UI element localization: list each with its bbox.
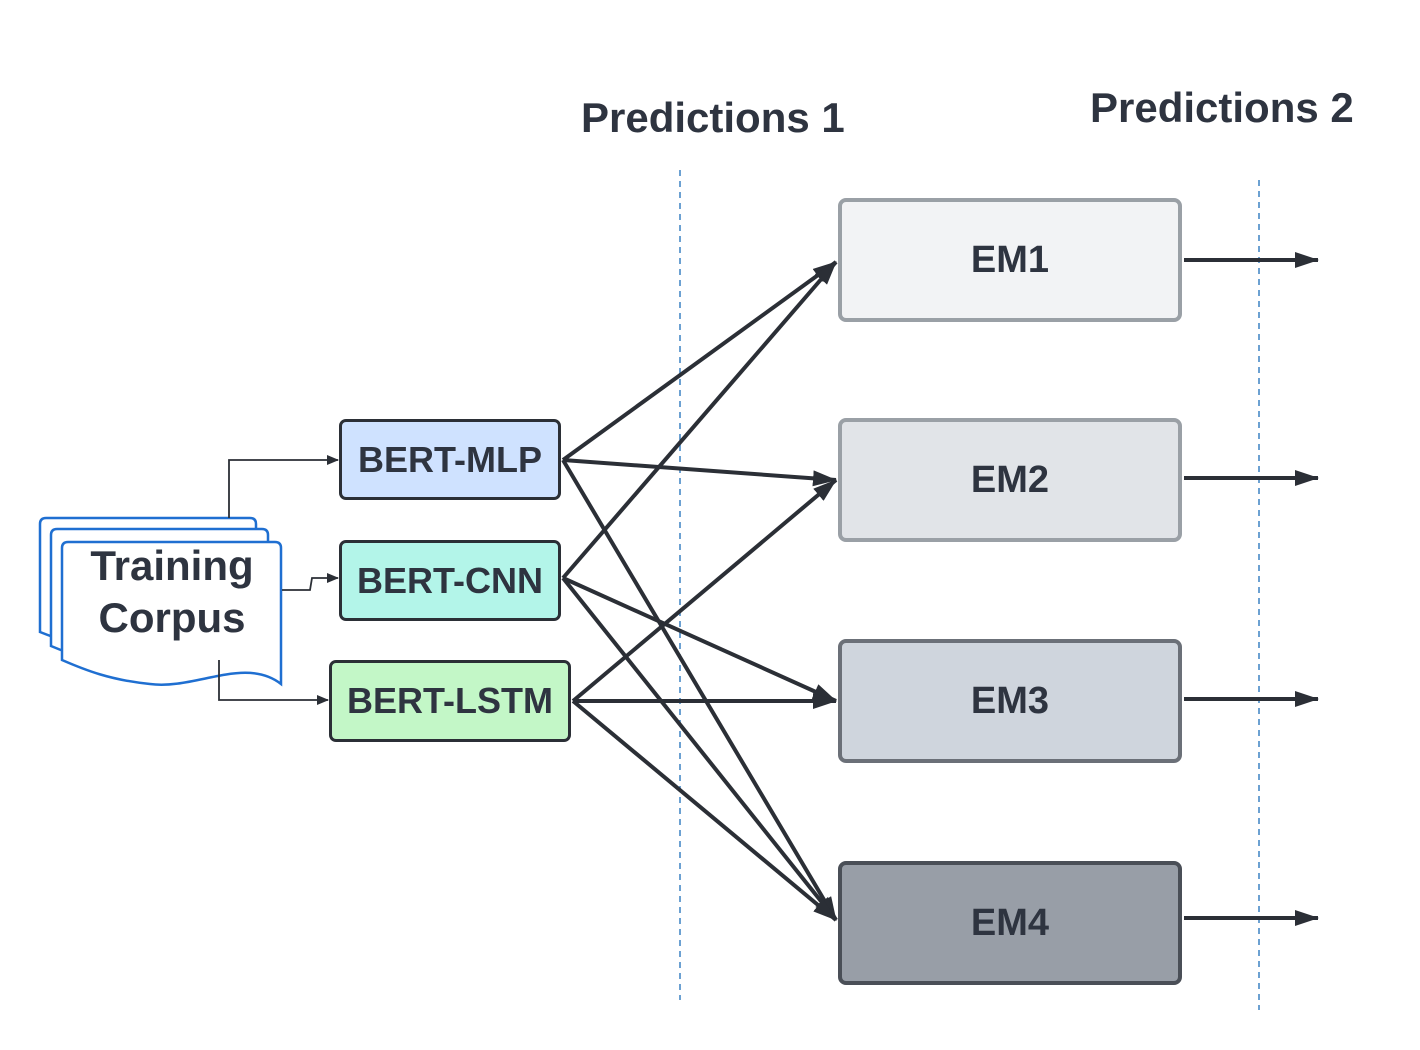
bert-mlp-box: BERT-MLP (339, 419, 561, 500)
arrow-cnn-to-em3 (562, 576, 837, 703)
arrow-lstm-to-em2 (571, 478, 838, 703)
predictions-1-header: Predictions 1 (581, 94, 845, 141)
em2-box: EM2 (838, 418, 1182, 542)
ensemble-output-arrows (1184, 252, 1319, 926)
em4-box: EM4 (838, 861, 1182, 985)
connector-corpus-cnn (282, 573, 339, 591)
em3-box: EM3 (838, 639, 1182, 763)
arrow-cnn-to-em1 (561, 260, 838, 580)
bert-lstm-box: BERT-LSTM (329, 660, 571, 742)
bert-cnn-box: BERT-CNN (339, 540, 561, 621)
document-stack-icon (38, 516, 283, 687)
arrow-mlp-to-em4 (561, 458, 838, 922)
corpus-label-line-1: Training (90, 542, 254, 589)
arrow-mlp-to-em2 (562, 458, 837, 487)
em1-box: EM1 (838, 198, 1182, 322)
training-corpus-label: Training Corpus (60, 540, 284, 644)
arrow-lstm-to-em4 (571, 699, 838, 922)
arrow-cnn-to-em4 (561, 576, 838, 922)
predictions-2-header: Predictions 2 (1090, 84, 1354, 131)
connector-corpus-lstm (218, 660, 329, 705)
corpus-label-line-2: Corpus (98, 594, 246, 641)
arrow-mlp-to-em1 (561, 260, 838, 462)
model-ensemble-edges (561, 260, 838, 922)
connector-corpus-mlp (228, 455, 339, 518)
